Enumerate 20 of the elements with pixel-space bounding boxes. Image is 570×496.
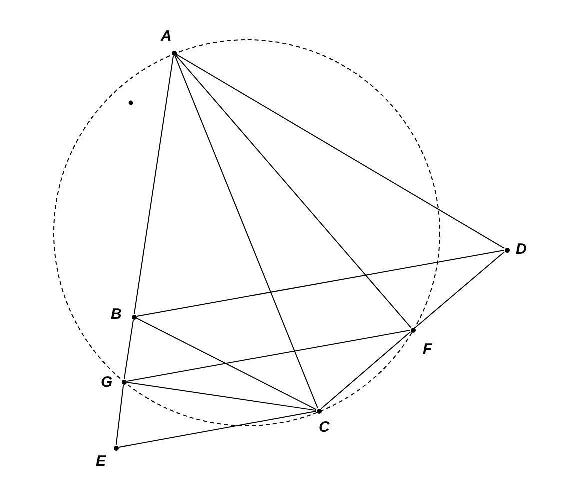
vertex-label: B bbox=[111, 306, 122, 323]
vertex-label: C bbox=[319, 419, 330, 436]
line-segment bbox=[176, 54, 505, 249]
line-segment bbox=[124, 319, 134, 380]
line-segment bbox=[136, 250, 505, 317]
vertex-label: A bbox=[161, 28, 172, 45]
line-segment bbox=[126, 330, 411, 382]
line-segment bbox=[118, 411, 317, 448]
line-segment bbox=[320, 331, 412, 410]
line-segment bbox=[126, 382, 317, 412]
line-segment bbox=[136, 318, 317, 410]
line-segment bbox=[134, 55, 174, 315]
vertex-label: G bbox=[101, 374, 113, 391]
vertex-label: E bbox=[96, 453, 106, 470]
line-segment bbox=[174, 55, 318, 409]
line-segment bbox=[175, 54, 412, 328]
vertex-label: F bbox=[423, 341, 432, 358]
line-segment bbox=[116, 384, 124, 446]
line-segment bbox=[414, 251, 506, 329]
vertex-label: D bbox=[516, 241, 527, 258]
